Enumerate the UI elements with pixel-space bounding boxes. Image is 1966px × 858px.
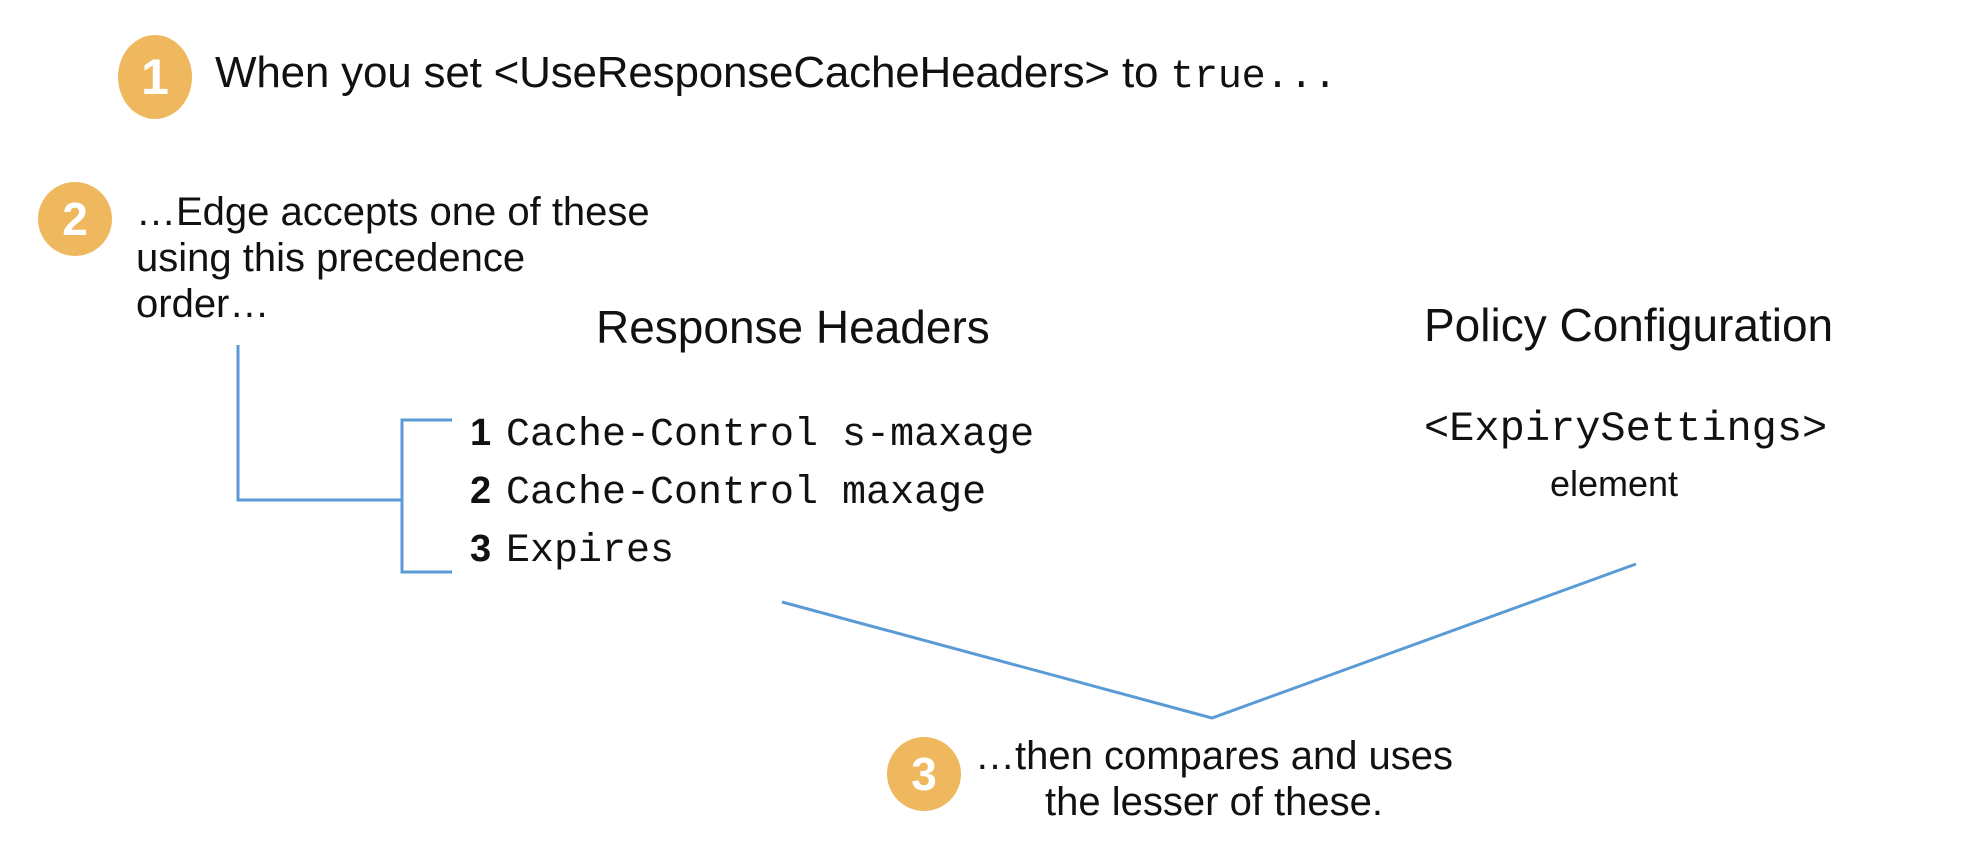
step-marker-2: 2 xyxy=(38,182,112,256)
step-2-line-2: using this precedence xyxy=(136,236,526,280)
step-marker-3: 3 xyxy=(887,737,961,811)
step-marker-1: 1 xyxy=(118,35,192,119)
policy-configuration-element: <ExpirySettings> element xyxy=(1424,405,1828,505)
list-item-rank: 3 xyxy=(470,528,492,570)
list-item-value: Cache-Control s-maxage xyxy=(506,413,1035,458)
step-2-line-1: …Edge accepts one of these xyxy=(136,190,650,234)
list-item-value: Expires xyxy=(506,529,675,574)
step-1-text: When you set <UseResponseCacheHeaders> t… xyxy=(215,48,1337,100)
step-1-text-code: true... xyxy=(1170,55,1337,100)
step-2-text: …Edge accepts one of these using this pr… xyxy=(136,189,650,327)
list-item-value: Cache-Control maxage xyxy=(506,471,987,516)
response-headers-heading: Response Headers xyxy=(596,301,990,353)
precedence-bracket xyxy=(400,418,452,574)
list-item-rank: 2 xyxy=(470,470,492,512)
step-3-text: …then compares and uses the lesser of th… xyxy=(975,733,1453,825)
expiry-settings-sublabel: element xyxy=(1549,463,1679,504)
expiry-settings-code: <ExpirySettings> xyxy=(1424,405,1828,453)
policy-configuration-heading: Policy Configuration xyxy=(1424,299,1834,351)
step-2-line-3: order… xyxy=(136,282,270,326)
list-item: 1 Cache-Control s-maxage xyxy=(470,412,1034,470)
step-1-text-prose: When you set <UseResponseCacheHeaders> t… xyxy=(215,48,1171,97)
list-item: 2 Cache-Control maxage xyxy=(470,470,1034,528)
step-3-line-2: the lesser of these. xyxy=(1045,780,1383,824)
step-3-line-1: …then compares and uses xyxy=(975,734,1454,778)
list-item-rank: 1 xyxy=(470,412,492,454)
compare-vee-connector xyxy=(781,562,1637,720)
response-headers-list: 1 Cache-Control s-maxage 2 Cache-Control… xyxy=(470,412,1034,586)
list-item: 3 Expires xyxy=(470,528,1034,586)
step2-elbow-connector xyxy=(236,345,402,502)
